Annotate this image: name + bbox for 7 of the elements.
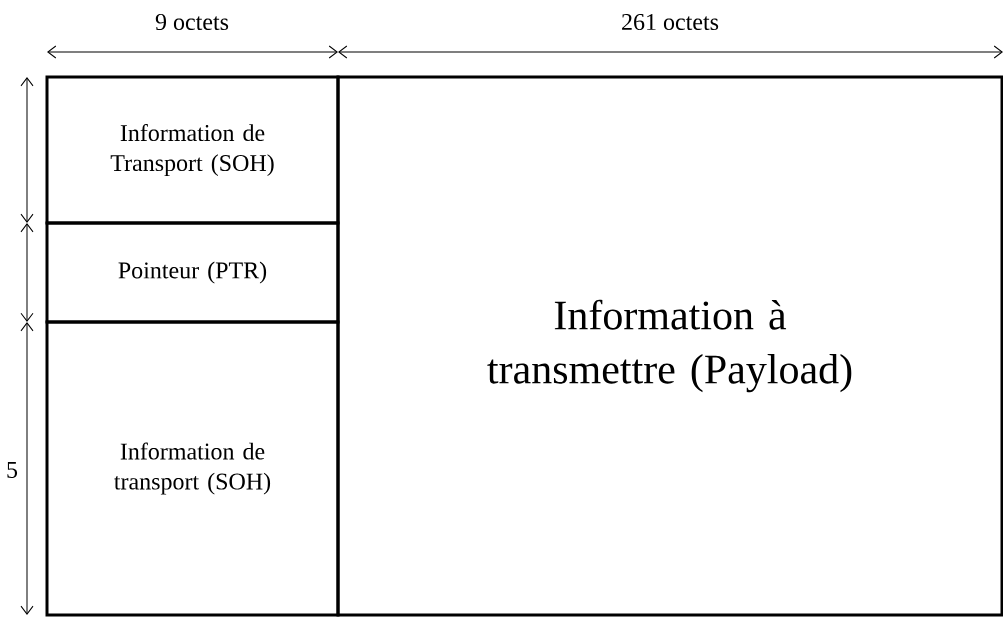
dimension-label: 9 octets [155,13,229,31]
dimension-label: 5 [7,462,18,478]
field-box: Information de Transport (SOH) [45,75,340,225]
dimension-label: 261 octets [622,13,719,31]
field-box: Information de transport (SOH) [45,320,340,617]
field-box: Pointeur (PTR) [45,221,340,324]
payload-box: Information à transmettre (Payload) [336,75,1003,617]
